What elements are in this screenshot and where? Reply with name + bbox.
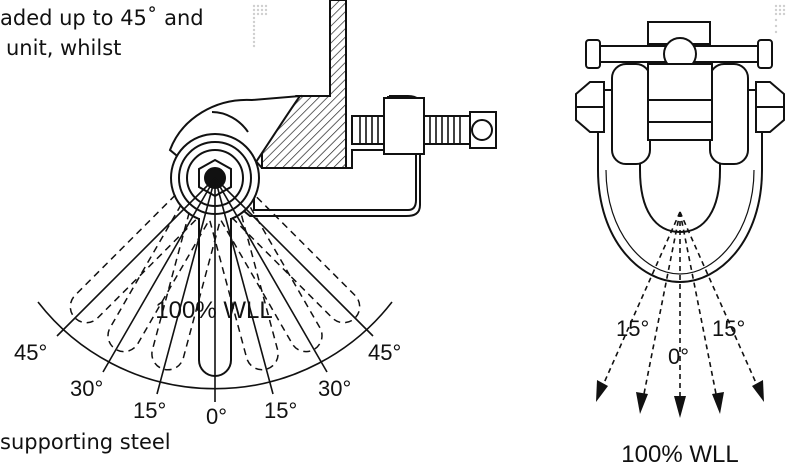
shackle-load-arrows: [599, 211, 761, 408]
shackle-wll-label: 100% WLL: [621, 441, 738, 468]
wll-label-left: 100% WLL: [155, 297, 272, 324]
angle-rays: [37, 177, 393, 402]
angle-arc: [37, 301, 393, 390]
shackle-drawing: [575, 21, 785, 284]
caption-line-2: unit, whilst: [6, 36, 122, 60]
dot-marker-left: [252, 4, 268, 48]
caption-line-1: aded up to 45˚ and: [0, 6, 204, 30]
beam-clamp-drawing: [168, 0, 497, 377]
arrow-heads: [596, 380, 764, 418]
swing-link-outlines: [69, 194, 361, 371]
angle-label-30-left: 30°: [70, 376, 103, 401]
caption-line-3: supporting steel: [0, 430, 171, 454]
angle-label-0: 0°: [206, 404, 227, 429]
shackle-angle-15-left: 15°: [616, 316, 649, 341]
angle-label-15-right: 15°: [264, 398, 297, 423]
angle-label-15-left: 15°: [133, 398, 166, 423]
dot-marker-right: [774, 4, 786, 34]
shackle-angle-0: 0°: [668, 344, 689, 369]
shackle-angle-15-right: 15°: [712, 316, 745, 341]
angle-label-45-left: 45°: [14, 340, 47, 365]
angle-label-45-right: 45°: [368, 340, 401, 365]
angle-label-30-right: 30°: [318, 376, 351, 401]
steel-flange: [261, 0, 347, 169]
